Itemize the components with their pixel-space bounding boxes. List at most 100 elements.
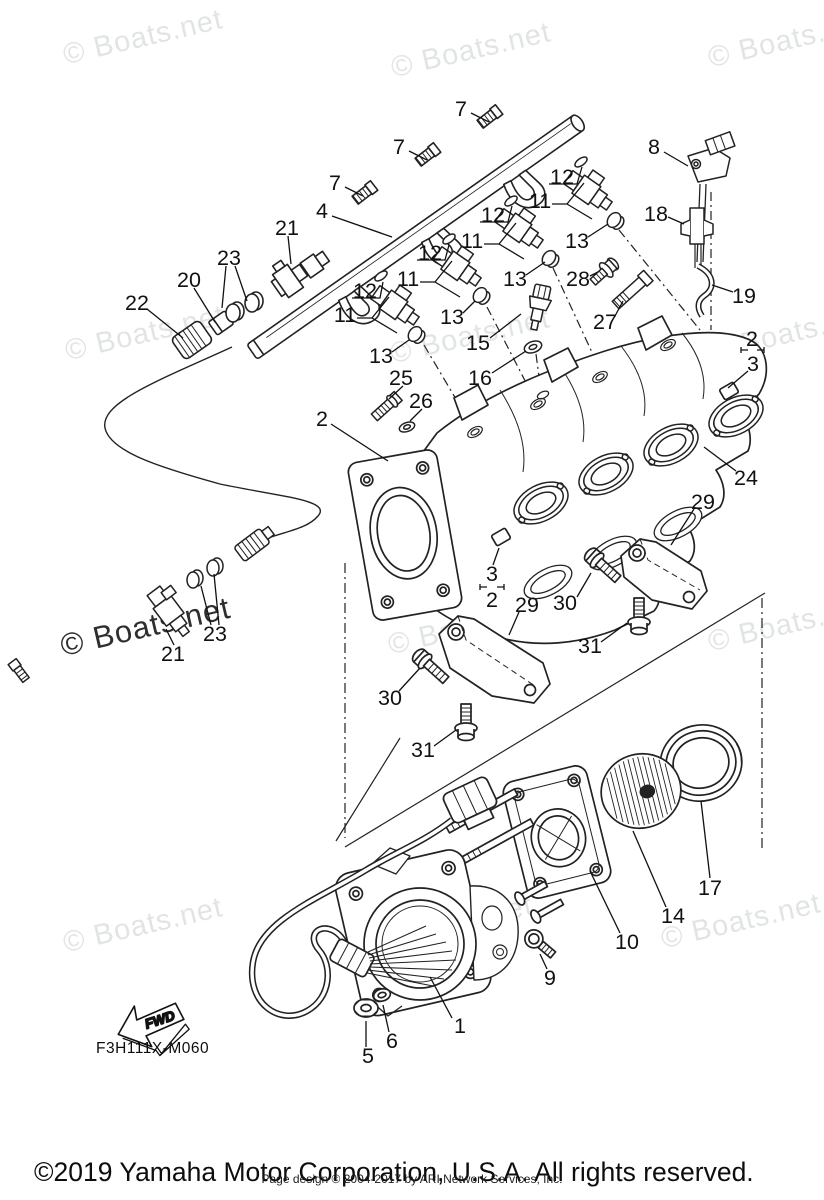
callout-label: 16 bbox=[468, 366, 492, 390]
callout-leader bbox=[221, 265, 227, 309]
page-design-credit: Page design © 2004-2017 by ARI Network S… bbox=[261, 1172, 563, 1186]
callout-leader bbox=[711, 284, 734, 293]
callout-label: 13 bbox=[440, 305, 464, 329]
callout-label: 8 bbox=[648, 135, 660, 159]
callout-label: 7 bbox=[329, 171, 341, 195]
callout-label: 2 bbox=[486, 588, 498, 612]
bolt-7 bbox=[414, 141, 442, 167]
callout-label: 5 bbox=[362, 1044, 374, 1068]
callout-label: 12 bbox=[550, 165, 574, 189]
callout-leader bbox=[344, 186, 364, 197]
mount-brackets bbox=[411, 538, 708, 742]
rail-end-cylinder bbox=[299, 250, 331, 279]
callout-label: 11 bbox=[397, 267, 419, 291]
callout-label: 15 bbox=[466, 331, 490, 355]
callout-leader bbox=[470, 112, 490, 123]
callout-leader bbox=[382, 1004, 390, 1033]
callout-layer: 7778421232022121113121113121113121113182… bbox=[125, 97, 759, 1068]
callout-leader bbox=[408, 150, 428, 161]
callout-label: 21 bbox=[275, 216, 299, 240]
callout-label: 28 bbox=[566, 267, 590, 291]
callout-label: 22 bbox=[125, 291, 149, 315]
callout-leader bbox=[165, 628, 175, 646]
callout-label: 23 bbox=[217, 246, 241, 270]
callout-label: 12 bbox=[481, 203, 505, 227]
bolt-7 bbox=[476, 103, 504, 129]
joint-plug bbox=[718, 381, 740, 401]
hose-curve bbox=[104, 346, 321, 539]
nut-13 bbox=[606, 211, 625, 231]
callout-brackets bbox=[479, 347, 765, 590]
bolt-31-right bbox=[627, 597, 651, 636]
washer-26 bbox=[398, 421, 416, 433]
callout-leader bbox=[549, 166, 583, 185]
callout-leader bbox=[391, 339, 410, 353]
bolt-9 bbox=[524, 929, 557, 959]
washer-16 bbox=[523, 340, 543, 354]
callout-label: 12 bbox=[418, 241, 442, 265]
rail-clamp bbox=[337, 285, 381, 325]
nut-5 bbox=[353, 998, 379, 1018]
injector-21 bbox=[146, 584, 190, 638]
bolt-27 bbox=[611, 269, 654, 310]
injector-11 bbox=[494, 207, 544, 249]
callout-label: 10 bbox=[615, 930, 639, 954]
callout-leader bbox=[200, 585, 212, 626]
regulator-21 bbox=[270, 259, 309, 299]
callout-leader bbox=[576, 572, 592, 598]
joint-plug bbox=[490, 527, 512, 547]
callout-leader bbox=[498, 243, 525, 260]
callout-leader bbox=[587, 223, 609, 238]
callout-leader bbox=[193, 287, 216, 323]
injector-11 bbox=[563, 169, 613, 211]
callout-label: 18 bbox=[644, 202, 668, 226]
bracket-left bbox=[438, 615, 551, 704]
o-ring-12 bbox=[574, 156, 588, 168]
callout-leader bbox=[462, 300, 476, 314]
callout-label: 9 bbox=[544, 966, 556, 990]
clip-23 bbox=[186, 569, 204, 589]
throttle-body-assembly bbox=[248, 723, 743, 1019]
callout-label: 30 bbox=[553, 591, 577, 615]
callout-label: 30 bbox=[378, 686, 402, 710]
clip-23 bbox=[225, 301, 245, 323]
stud-bolt bbox=[514, 880, 549, 906]
callout-leader bbox=[700, 800, 711, 879]
callout-label: 26 bbox=[409, 389, 433, 413]
callout-leader bbox=[146, 308, 184, 339]
callout-label: 23 bbox=[203, 622, 227, 646]
callout-leader bbox=[388, 385, 404, 400]
callout-leader bbox=[670, 508, 695, 546]
callout-leader bbox=[525, 261, 546, 276]
manifold-gaskets bbox=[513, 394, 764, 525]
callout-leader bbox=[234, 265, 248, 302]
wire-fan bbox=[366, 925, 457, 987]
sensor-8 bbox=[687, 131, 736, 183]
injector-11 bbox=[370, 284, 420, 326]
callout-leader bbox=[352, 281, 384, 299]
nut-13 bbox=[472, 286, 491, 306]
callout-label: 2 bbox=[746, 327, 758, 351]
injector-ports bbox=[467, 338, 676, 439]
callout-label: 11 bbox=[461, 229, 483, 253]
callout-leader bbox=[433, 729, 457, 747]
callout-label: 3 bbox=[747, 352, 759, 376]
callout-label: 3 bbox=[486, 562, 498, 586]
callout-leader bbox=[566, 203, 593, 220]
callout-label: 13 bbox=[565, 229, 589, 253]
copyright-text: ©2019 Yamaha Motor Corporation, U.S.A. A… bbox=[34, 1157, 754, 1187]
callout-leader bbox=[539, 953, 548, 970]
callout-leader bbox=[489, 313, 522, 339]
callout-leader bbox=[632, 830, 667, 908]
callout-label: 29 bbox=[691, 490, 715, 514]
fuel-rail bbox=[247, 114, 586, 359]
callout-leader bbox=[600, 622, 628, 643]
stud-bolt bbox=[530, 898, 565, 924]
callout-leader bbox=[589, 870, 621, 934]
o-ring-12 bbox=[442, 233, 456, 245]
throttle-valve-14 bbox=[600, 752, 682, 830]
callout-label: 12 bbox=[353, 279, 377, 303]
callout-label: 4 bbox=[316, 199, 328, 223]
callout-leader bbox=[330, 423, 389, 462]
